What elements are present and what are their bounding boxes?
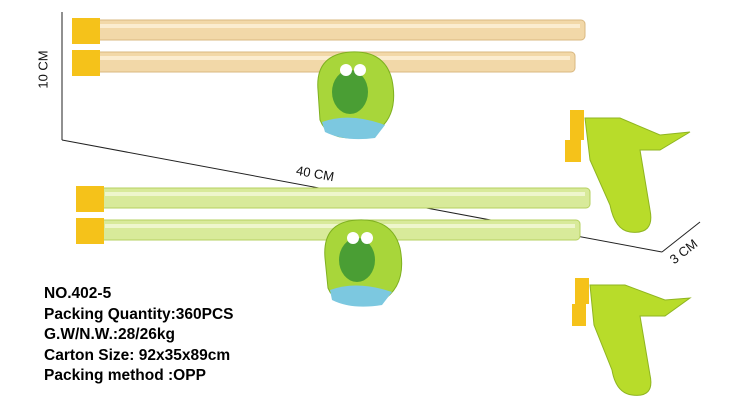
water-gun-top	[72, 18, 691, 233]
model-number: NO.402-5	[44, 285, 112, 302]
weight: G.W/N.W.:28/26kg	[44, 326, 175, 343]
packing-quantity: Packing Quantity:360PCS	[44, 305, 234, 323]
carton-size: Carton Size: 92x35x89cm	[44, 346, 231, 364]
water-gun-bottom	[76, 186, 692, 396]
packing-method: Packing method :OPP	[44, 367, 206, 384]
height-dimension-label: 10 CM	[35, 50, 51, 89]
product-specs: NO.402-5 Packing Quantity:360PCS G.W/N.W…	[44, 284, 234, 387]
